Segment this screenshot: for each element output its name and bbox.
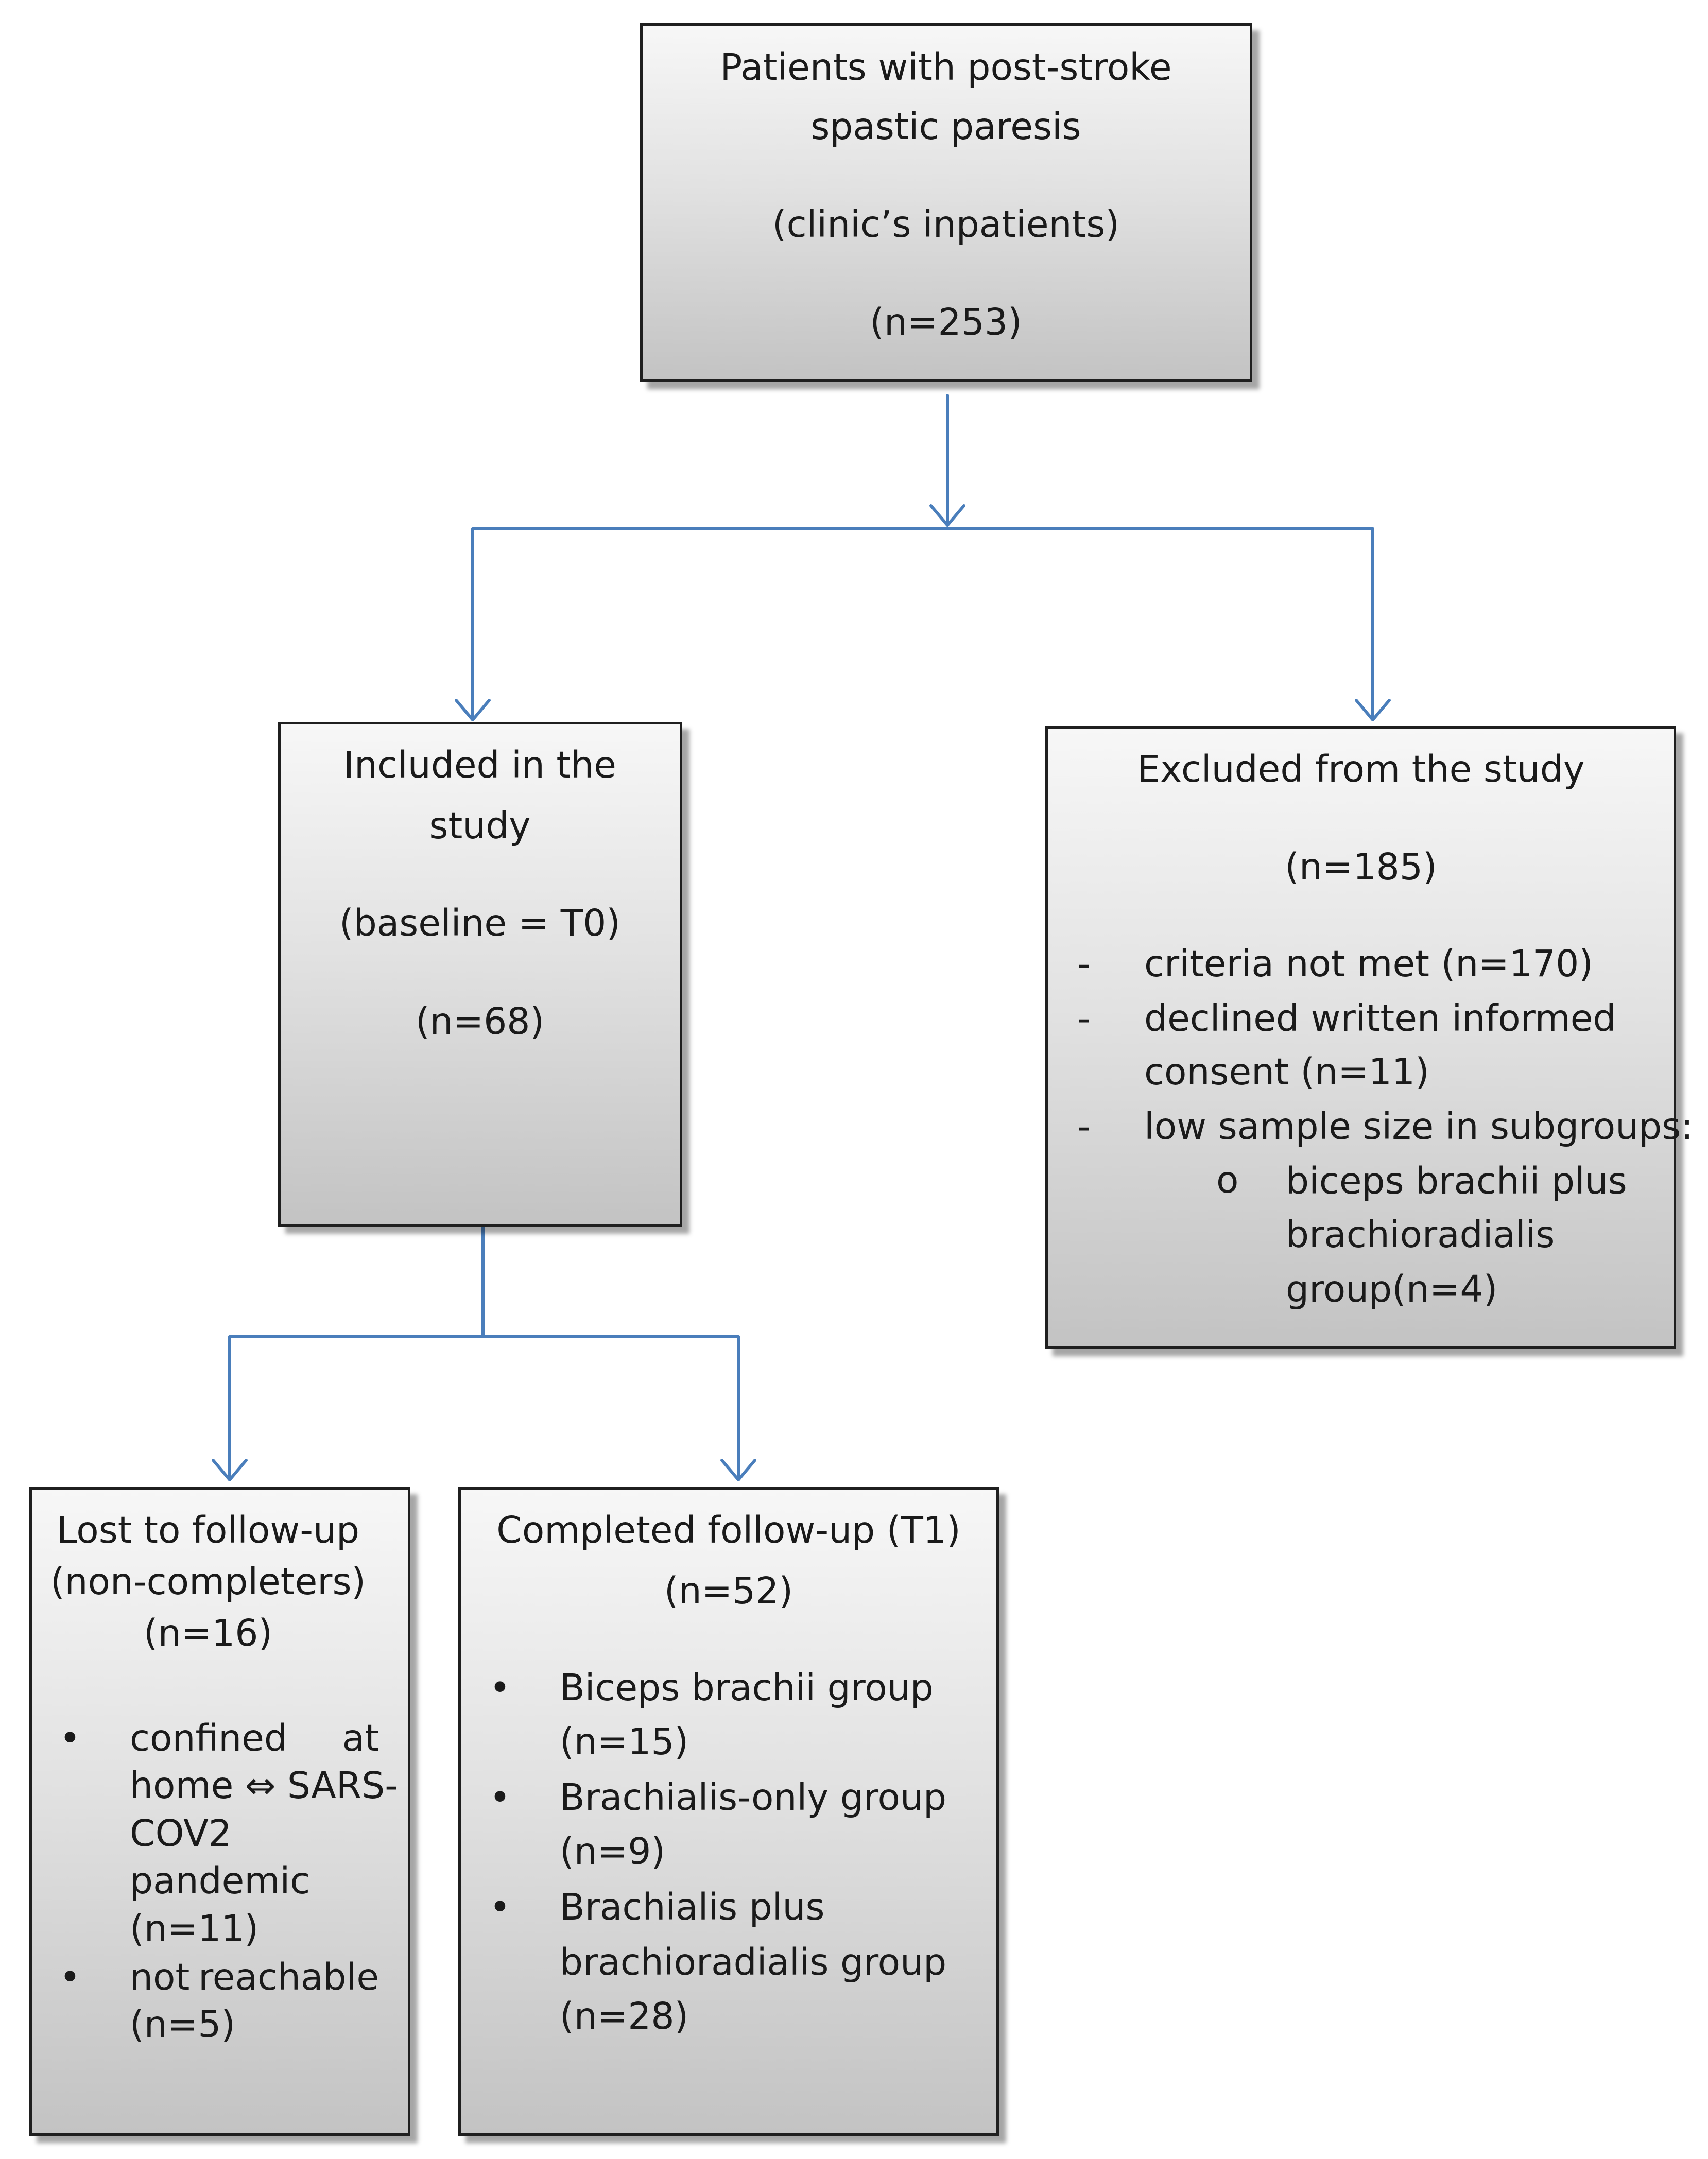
lost-count: (n=16) (143, 1612, 273, 1654)
lost-box (29, 1487, 410, 2136)
included-baseline: (baseline = T0) (339, 902, 620, 944)
excluded-subitem-line3: group(n=4) (1286, 1268, 1498, 1310)
lost-item1-line3: COV2 (130, 1812, 232, 1855)
arrowhead-top-down (929, 504, 965, 527)
completed-item-brachialis-plus-count: (n=28) (560, 1995, 689, 2037)
lost-item1-line4: pandemic (130, 1859, 310, 1902)
excluded-count: (n=185) (1285, 845, 1437, 888)
completed-item-brachialis-only-count: (n=9) (560, 1830, 666, 1873)
completed-bullet-1: • (489, 1666, 511, 1709)
lost-item2-word-reachable: reachable (198, 1956, 379, 1998)
lost-item1-line1: confined at (130, 1720, 379, 1756)
lost-title-line1: Lost to follow-up (56, 1509, 360, 1551)
excluded-item-declined: declined written informed (1144, 997, 1616, 1040)
excluded-dash-2: - (1077, 997, 1091, 1040)
lost-title-line2: (non-completers) (50, 1560, 366, 1603)
lost-item1-count: (n=11) (130, 1907, 259, 1950)
completed-item-brachialis-plus: Brachialis plus (560, 1886, 825, 1928)
excluded-dash-1: - (1077, 942, 1091, 985)
completed-item-brachialis-plus-line2: brachioradialis group (560, 1941, 947, 1983)
completed-item-brachialis-only: Brachialis-only group (560, 1776, 947, 1819)
included-count: (n=68) (415, 1000, 545, 1043)
lost-item2-line1: not reachable (130, 1959, 379, 1995)
arrowhead-to-completed (720, 1459, 756, 1481)
arrowhead-to-excluded (1355, 699, 1391, 721)
lost-item1-word-confined: confined (130, 1717, 287, 1759)
excluded-sub-marker: o (1216, 1159, 1239, 1201)
excluded-item-criteria: criteria not met (n=170) (1144, 942, 1593, 985)
excluded-subitem-line1: biceps brachii plus (1286, 1160, 1627, 1202)
patients-subtitle: (clinic’s inpatients) (772, 203, 1120, 246)
completed-count: (n=52) (664, 1569, 793, 1612)
completed-item-biceps-count: (n=15) (560, 1720, 689, 1763)
completed-item-biceps: Biceps brachii group (560, 1666, 934, 1709)
completed-title: Completed follow-up (T1) (496, 1509, 961, 1551)
completed-bullet-3: • (489, 1886, 511, 1928)
patients-box (640, 23, 1252, 382)
excluded-subitem-line2: brachioradialis (1286, 1213, 1555, 1256)
lost-item1-line2: home ⇔ SARS- (130, 1764, 398, 1807)
excluded-box (1045, 726, 1676, 1349)
patients-title-line2: spastic paresis (810, 105, 1081, 148)
patients-count: (n=253) (870, 301, 1022, 343)
excluded-title: Excluded from the study (1137, 748, 1585, 790)
completed-box (458, 1487, 999, 2136)
lost-bullet-2: • (59, 1956, 81, 1998)
lost-bullet-1: • (59, 1717, 81, 1759)
completed-bullet-2: • (489, 1776, 511, 1819)
included-title-line2: study (429, 804, 531, 847)
excluded-dash-3: - (1077, 1105, 1091, 1148)
patients-title-line1: Patients with post-stroke (720, 46, 1172, 89)
arrowhead-to-lost (212, 1459, 248, 1481)
lost-item1-word-at: at (342, 1717, 379, 1759)
excluded-item-consent: consent (n=11) (1144, 1050, 1429, 1093)
included-title-line1: Included in the (343, 744, 616, 786)
lost-item2-word-not: not (130, 1956, 190, 1998)
included-box (278, 722, 682, 1227)
excluded-item-low-sample: low sample size in subgroups: (1144, 1105, 1694, 1148)
lost-item2-count: (n=5) (130, 2003, 236, 2046)
arrowhead-to-included (455, 699, 491, 721)
